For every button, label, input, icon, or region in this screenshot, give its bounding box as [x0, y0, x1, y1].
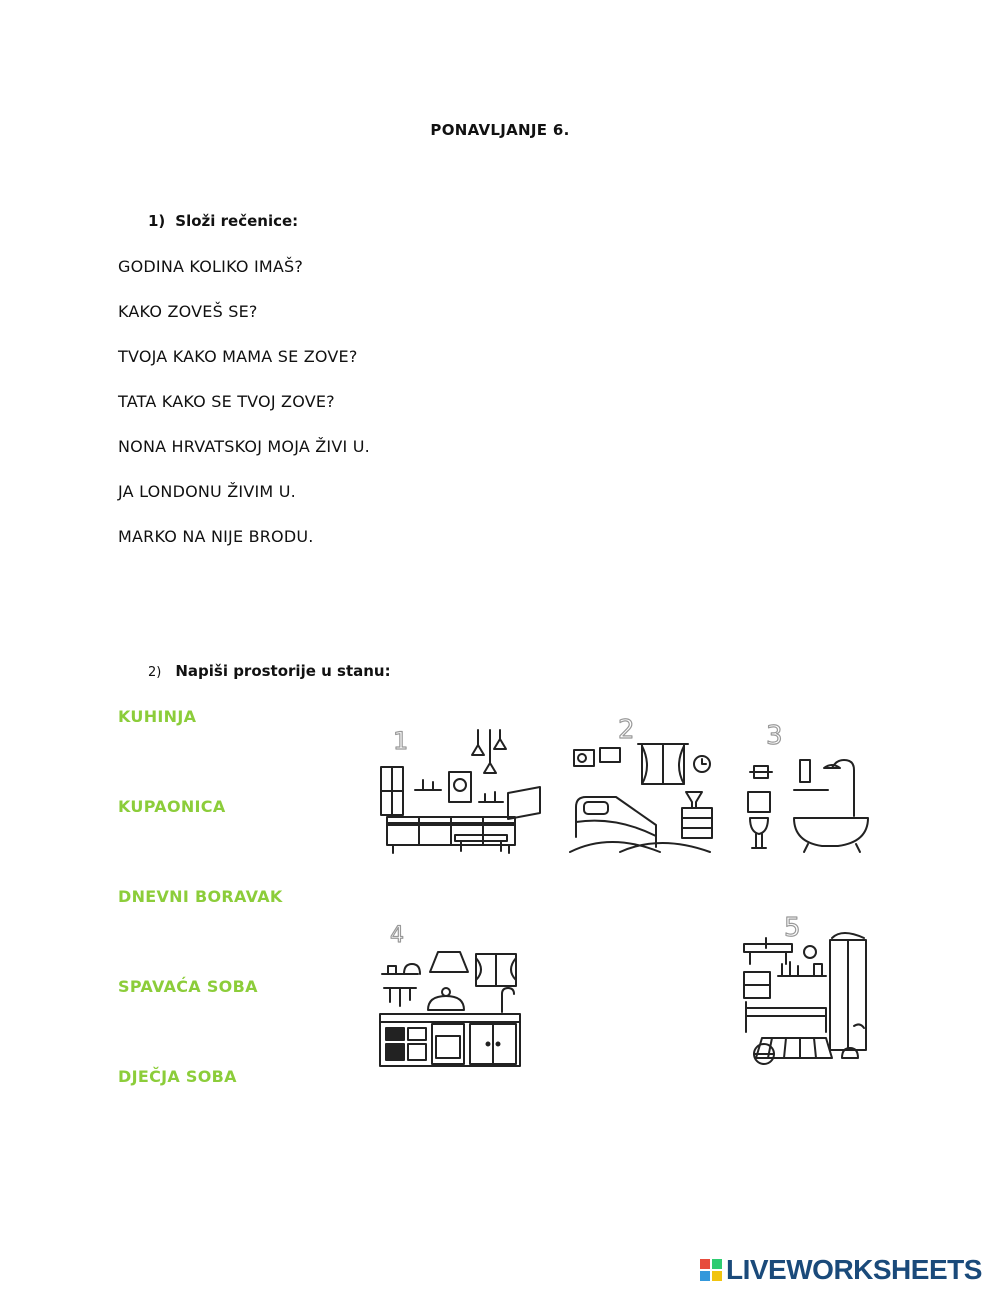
sentence-5[interactable]: NONA HRVATSKOJ MOJA ŽIVI U. — [118, 437, 370, 456]
picture-4-number: 4 — [390, 923, 404, 948]
picture-3-number: 3 — [766, 721, 783, 751]
picture-2-number: 2 — [618, 715, 635, 745]
kids-room-icon: 5 — [743, 912, 867, 1065]
picture-5-number: 5 — [784, 913, 801, 943]
room-label-djecja-soba[interactable]: DJEČJA SOBA — [118, 1067, 237, 1086]
logo-mark-icon — [700, 1259, 722, 1281]
liveworksheets-logo: LIVEWORKSHEETS — [700, 1253, 982, 1287]
living-room-icon: 1 — [380, 726, 541, 854]
task-2-number: 2) — [148, 665, 162, 680]
task-1-number: 1) — [148, 212, 166, 230]
room-label-kupaonica[interactable]: KUPAONICA — [118, 797, 226, 816]
bedroom-icon: 2 — [569, 714, 713, 853]
sentence-4[interactable]: TATA KAKO SE TVOJ ZOVE? — [118, 392, 335, 411]
sentence-3[interactable]: TVOJA KAKO MAMA SE ZOVE? — [118, 347, 358, 366]
room-label-dnevni-boravak[interactable]: DNEVNI BORAVAK — [118, 887, 283, 906]
sentence-6[interactable]: JA LONDONU ŽIVIM U. — [118, 482, 296, 501]
page-title: PONAVLJANJE 6. — [430, 121, 570, 139]
task-1-text: Složi rečenice: — [175, 212, 299, 230]
sentence-2[interactable]: KAKO ZOVEŠ SE? — [118, 302, 258, 321]
bathroom-icon: 3 — [747, 720, 869, 853]
task-1-heading: 1) Složi rečenice: — [148, 212, 298, 230]
picture-1-number: 1 — [393, 727, 408, 755]
logo-text: LIVEWORKSHEETS — [726, 1254, 982, 1285]
sentence-1[interactable]: GODINA KOLIKO IMAŠ? — [118, 257, 304, 276]
task-2-text: Napiši prostorije u stanu: — [175, 662, 391, 680]
room-label-kuhinja[interactable]: KUHINJA — [118, 707, 197, 726]
room-label-spavaca-soba[interactable]: SPAVAĆA SOBA — [118, 977, 258, 996]
sentence-7[interactable]: MARKO NA NIJE BRODU. — [118, 527, 314, 546]
task-2-heading: 2) Napiši prostorije u stanu: — [148, 662, 391, 680]
kitchen-icon: 4 — [379, 922, 521, 1067]
